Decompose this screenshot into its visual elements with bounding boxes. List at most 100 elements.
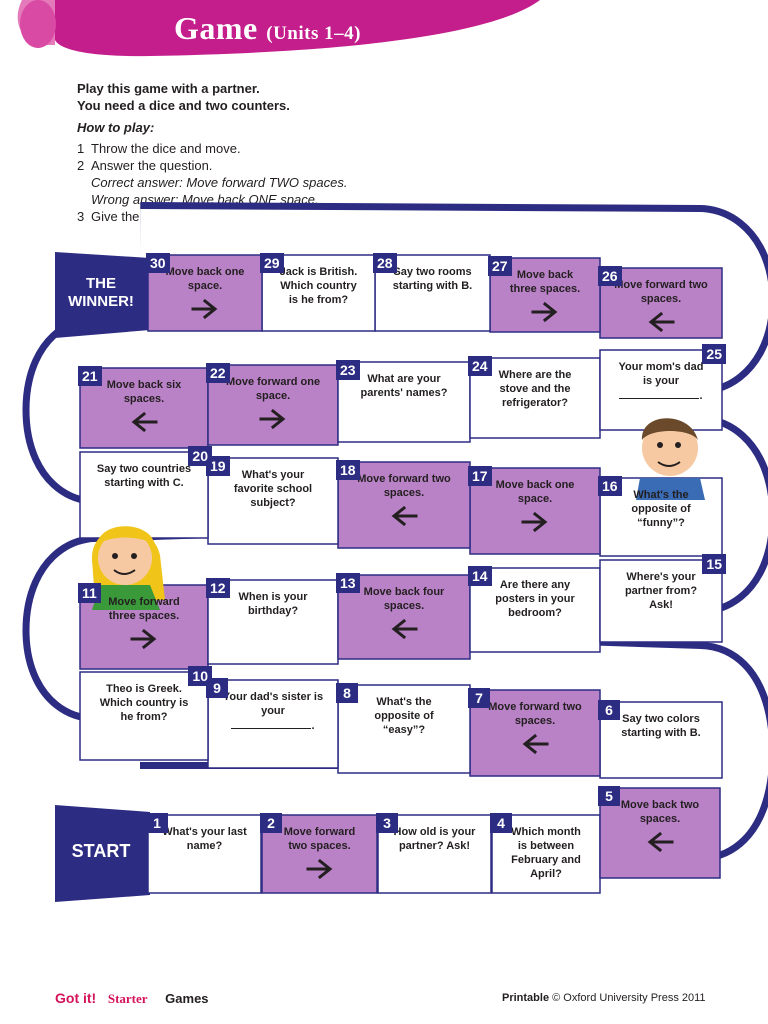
cell-text: When is your birthday? [238,591,308,617]
cell-text: What's your last name? [162,826,247,852]
cell-text: Move back one space. [165,266,245,292]
cell-number: 27 [488,256,512,276]
instruction-line: Play this game with a partner. [77,81,260,96]
start-label: START [71,841,131,861]
level-label: Starter [107,991,148,1006]
how-to-play-heading: How to play: [77,120,155,135]
cell-number: 8 [336,683,358,703]
cell-text: What's the opposite of “easy”? [374,696,434,736]
cell-text: Move forward two spaces. [488,701,582,727]
footer: Got it! Starter Games [55,990,209,1007]
cell-text: Theo is Greek. Which country is he from? [99,683,189,723]
cell-text: Say two countries starting with C. [96,463,192,489]
cell-number: 16 [598,476,622,496]
cell-number: 17 [468,466,492,486]
cell-text: Where's your partner from? Ask! [624,571,698,611]
answer-blank [231,718,312,729]
girl-illustration [91,526,165,610]
cell-text: Move back three spaces. [509,269,581,295]
cell-number: 29 [260,253,284,273]
cell-text: Move forward three spaces. [108,596,180,622]
arrow-left-icon [522,734,549,754]
board-cell-bg [207,457,339,545]
board-cell-bg [337,461,471,549]
board-cell-bg [207,679,339,769]
cell-number: 23 [336,360,360,380]
cell-number: 24 [468,356,492,376]
answer-blank [619,388,700,399]
cell-number: 12 [206,578,230,598]
page-subtitle: (Units 1–4) [266,23,361,44]
cell-number: 28 [373,253,397,273]
cell-text: Which month is between February and Apri… [511,826,581,880]
arrow-right-icon [521,512,548,532]
cell-text: Move forward one space. [225,376,321,402]
board-cell-bg [599,701,723,779]
cell-number: 22 [206,363,230,383]
cell-number: 26 [598,266,622,286]
cell-text: Move back four spaces. [363,586,445,612]
board-cell-bg [469,567,601,653]
cell-text: Your dad's sister is your [222,691,324,717]
arrow-left-icon [648,312,675,332]
board-cell-bg [469,689,601,777]
arrow-right-icon [306,859,332,879]
cell-number: 30 [146,253,170,273]
board-cell-bg [337,361,471,443]
cell-number: 1 [146,813,168,833]
board-cell-bg [469,467,601,555]
cell-number: 15 [702,554,726,574]
cell-number: 5 [598,786,620,806]
cell-number: 6 [598,700,620,720]
cell-text: Move back one space. [495,479,575,505]
board-cell-bg [599,349,723,431]
cell-text: What are your parents' names? [360,373,448,399]
cell-text: Are there any posters in your bedroom? [495,579,575,619]
cell-text: Say two colors starting with B. [621,713,701,739]
cell-text: Move forward two spaces. [357,473,451,499]
board-cell-bg [79,671,209,761]
cell-number: 25 [702,344,726,364]
board-cell-bg [337,574,471,660]
brand-logo: Got it! [55,990,97,1006]
arrow-left-icon [647,832,674,852]
cell-number: 2 [260,813,282,833]
section-label: Games [165,991,209,1006]
cell-text: Move forward two spaces. [614,279,708,305]
cell-number: 20 [188,446,212,466]
cell-number: 10 [188,666,212,686]
cell-number: 4 [490,813,512,833]
cell-number: 14 [468,566,492,586]
cell-text: What's the opposite of “funny”? [631,489,691,529]
arrow-right-icon [130,629,157,649]
arrow-left-icon [391,619,418,639]
page-title: Game (Units 1–4) [174,10,361,46]
header-banner [0,0,540,57]
cell-number: 21 [78,366,102,386]
arrow-right-icon [259,409,286,429]
